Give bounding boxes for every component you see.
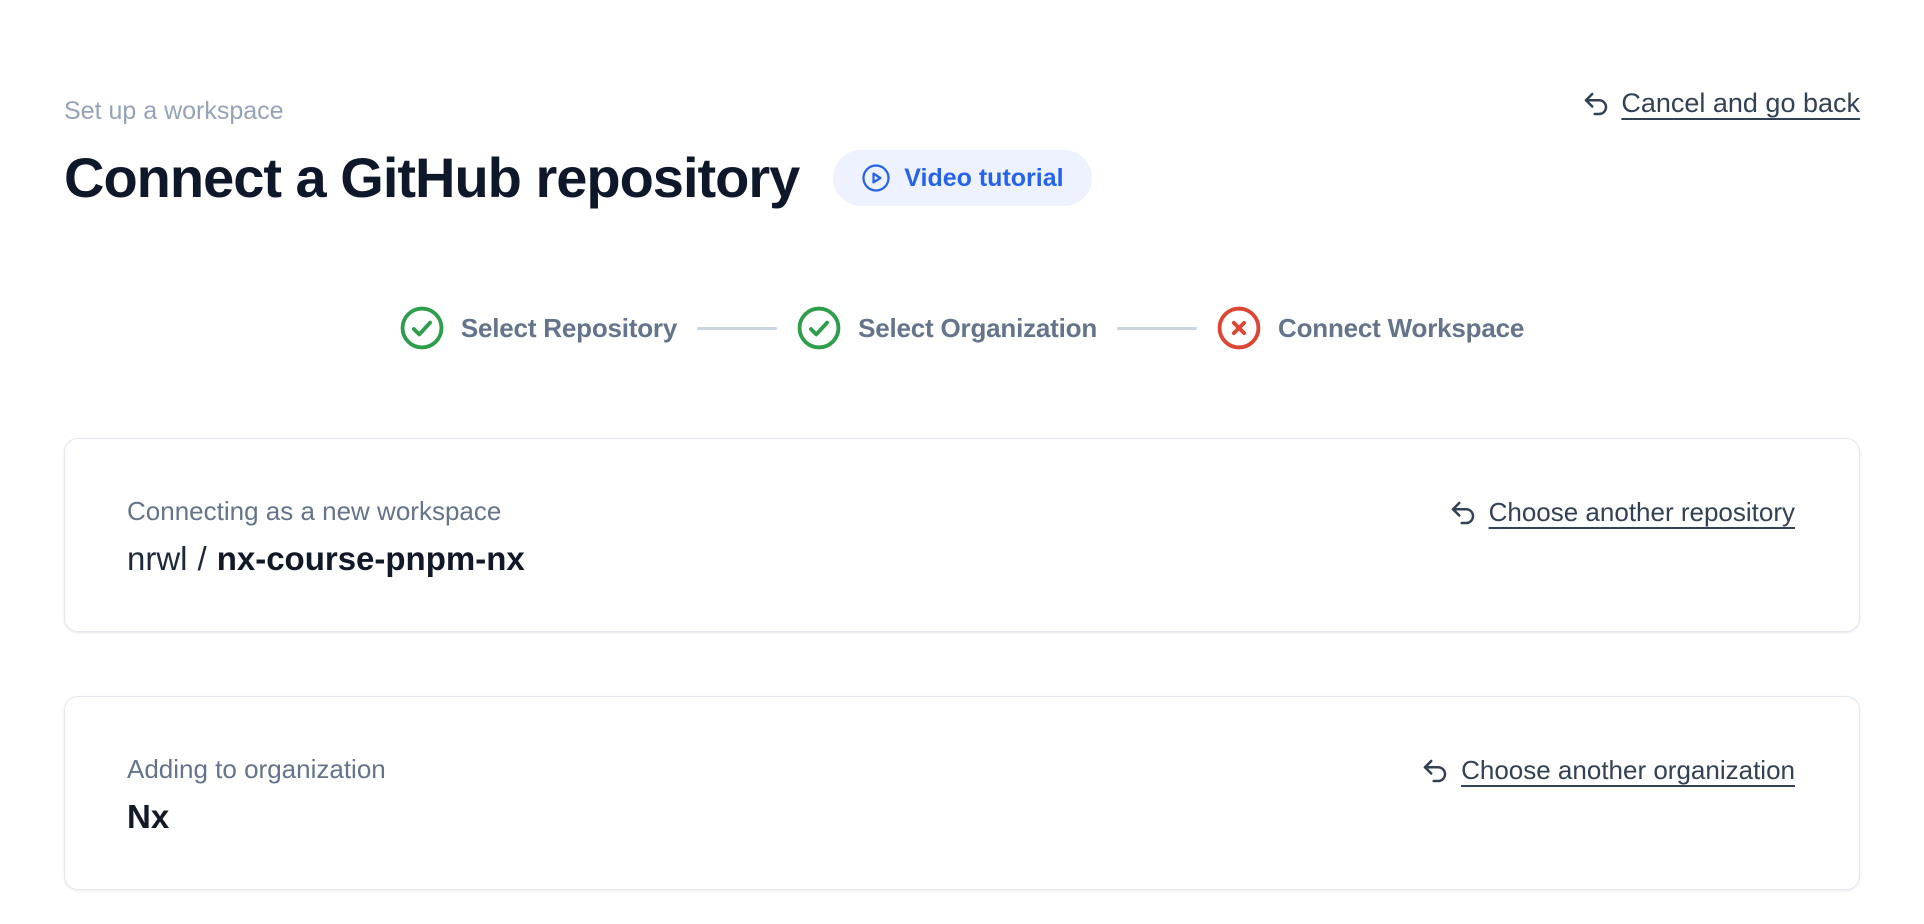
step-connect-workspace: Connect Workspace [1217, 306, 1524, 350]
check-circle-icon [400, 306, 444, 350]
video-tutorial-button[interactable]: Video tutorial [833, 150, 1092, 206]
step-label: Connect Workspace [1278, 312, 1525, 343]
check-circle-icon [797, 306, 841, 350]
stepper: Select Repository Select Organization [64, 306, 1860, 350]
page-header: Set up a workspace Cancel and go back Co… [64, 0, 1860, 208]
repository-owner: nrwl [127, 540, 188, 577]
video-tutorial-label: Video tutorial [904, 163, 1064, 192]
repository-card-label: Connecting as a new workspace [127, 496, 502, 526]
repository-card-info: Connecting as a new workspace nrwl / nx-… [127, 495, 525, 579]
cancel-and-go-back-link[interactable]: Cancel and go back [1581, 88, 1860, 119]
choose-another-organization-label: Choose another organization [1461, 755, 1795, 785]
stepper-connector [697, 326, 778, 330]
step-label: Select Organization [858, 312, 1098, 343]
choose-another-repository-label: Choose another repository [1488, 497, 1795, 527]
organization-card-label: Adding to organization [127, 754, 386, 784]
repository-separator: / [197, 540, 207, 577]
eyebrow-text: Set up a workspace [64, 97, 284, 125]
organization-name-value: Nx [127, 797, 386, 837]
step-select-organization: Select Organization [797, 306, 1097, 350]
title-row: Connect a GitHub repository Video tutori… [64, 148, 1860, 208]
undo-arrow-icon [1448, 498, 1478, 528]
step-label: Select Repository [460, 312, 678, 343]
choose-another-organization-link[interactable]: Choose another organization [1420, 755, 1795, 786]
undo-arrow-icon [1420, 756, 1450, 786]
stepper-connector [1117, 326, 1198, 330]
repository-name: nx-course-pnpm-nx [216, 540, 525, 577]
step-select-repository: Select Repository [400, 306, 677, 350]
repository-full-name: nrwl / nx-course-pnpm-nx [127, 539, 525, 579]
undo-arrow-icon [1581, 89, 1611, 119]
play-circle-icon [861, 163, 891, 193]
x-circle-icon [1217, 306, 1261, 350]
page-title: Connect a GitHub repository [64, 146, 800, 209]
choose-another-repository-link[interactable]: Choose another repository [1448, 497, 1795, 528]
repository-card: Connecting as a new workspace nrwl / nx-… [64, 438, 1860, 632]
cancel-link-label: Cancel and go back [1621, 88, 1860, 118]
organization-card: Adding to organization Nx Choose another… [64, 696, 1860, 890]
organization-name: Nx [127, 798, 170, 835]
organization-card-info: Adding to organization Nx [127, 753, 386, 837]
